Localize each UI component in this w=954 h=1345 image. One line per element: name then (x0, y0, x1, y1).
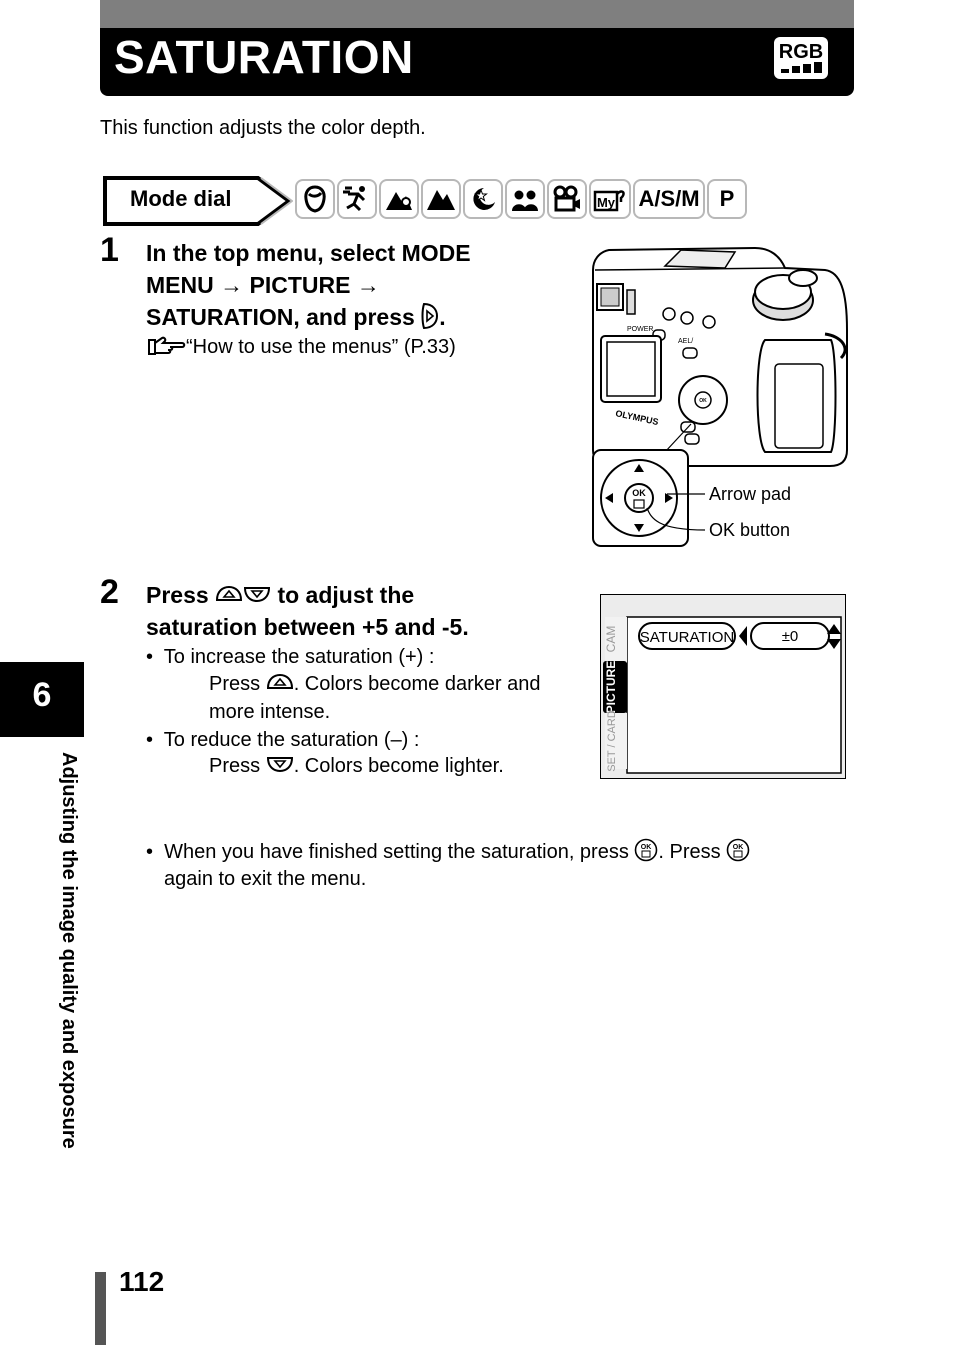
bullet-increase: • To increase the saturation (+) : (146, 646, 435, 668)
bullet-reduce-effect: . Colors become lighter. (293, 755, 504, 777)
callout-arrow-pad: Arrow pad (709, 484, 791, 504)
arrow-down-button-icon-2 (266, 757, 293, 773)
my-mode-icon: My (589, 179, 631, 219)
mode-dial-row: Mode dial My A/S/M P (103, 175, 753, 227)
camera-power-label: POWER (627, 326, 653, 333)
ok-button-icon-2: OK (726, 838, 750, 862)
arrow-right-icon-2: → (356, 272, 380, 298)
sports-icon (337, 179, 377, 219)
svg-text:My: My (597, 195, 616, 210)
lcd-screen: CAM PICTURE SET / CARD SATURATION ±0 (600, 594, 846, 779)
lcd-value: ±0 (782, 628, 799, 645)
mode-dial-label-box (103, 176, 293, 226)
bullet-reduce-text: To reduce the saturation (–) : (163, 729, 420, 751)
page-number: 112 (119, 1266, 165, 1297)
step-1-number: 1 (100, 231, 119, 269)
finish-text-2: . Press (658, 841, 727, 863)
lcd-menu: CAM PICTURE SET / CARD SATURATION ±0 (601, 595, 845, 778)
night-scene-icon (463, 179, 503, 219)
portrait-icon (295, 179, 335, 219)
step-1-text-menu: MENU (146, 272, 221, 298)
rgb-icon-label: RGB (779, 41, 823, 63)
step-2-number: 2 (100, 573, 119, 611)
step-2-line-2: saturation between +5 and -5. (146, 614, 469, 640)
chapter-side-label: Adjusting the image quality and exposure (56, 752, 86, 1232)
bullet-reduce: • To reduce the saturation (–) : (146, 729, 420, 751)
step-1-text-saturation: SATURATION, and press (146, 304, 422, 330)
chapter-side-text: Adjusting the image quality and exposure (58, 752, 80, 1149)
step-1-text-picture: PICTURE (243, 272, 357, 298)
chapter-number: 6 (32, 676, 52, 714)
arrow-up-button-icon (216, 585, 243, 601)
lcd-tab-picture: PICTURE (604, 661, 618, 714)
bullet-increase-press: Press (209, 673, 266, 695)
page-number-bar (95, 1272, 106, 1345)
callout-ok-button: OK button (709, 520, 790, 540)
step-1-line-2: MENU → PICTURE → (146, 269, 380, 301)
rgb-saturation-icon: RGB (774, 37, 828, 79)
zoom-ok-label: OK (632, 488, 646, 498)
reference-icon (148, 336, 186, 355)
self-portrait-icon (505, 179, 545, 219)
camera-illustration: POWER AEL/ OLYMPUS OK OK Arrow pad OK bu… (592, 246, 848, 547)
step-2-line-1: Press to adjust the (146, 579, 414, 611)
mode-program: P (707, 179, 747, 219)
bullet-reduce-detail: Press . Colors become lighter. (209, 753, 504, 780)
arrow-down-button-icon (244, 587, 271, 603)
finish-text-1: When you have finished setting the satur… (164, 841, 635, 863)
svg-text:OK: OK (733, 844, 744, 851)
reference-text: “How to use the menus” (P.33) (186, 336, 456, 358)
lcd-item-label: SATURATION (640, 629, 734, 646)
arrow-up-button-icon-2 (266, 673, 293, 689)
header-bar: SATURATION RGB (100, 28, 854, 96)
lcd-tab-set-card: SET / CARD (606, 710, 618, 772)
intro-text: This function adjusts the color depth. (100, 117, 426, 139)
svg-text:OK: OK (641, 844, 652, 851)
bullet-increase-effect: . Colors become darker and (293, 673, 541, 695)
lcd-tab-cam: CAM (604, 626, 618, 653)
finish-line-1: • When you have finished setting the sat… (146, 838, 750, 866)
page-title: SATURATION (114, 31, 414, 83)
step-2-adjust: to adjust the (271, 582, 415, 608)
bullet-increase-detail: Press . Colors become darker and (209, 671, 540, 698)
step-2-press: Press (146, 582, 216, 608)
mode-asm: A/S/M (633, 179, 705, 219)
landscape-portrait-icon (379, 179, 419, 219)
step-1-period: . (439, 304, 446, 330)
ok-button-icon: OK (635, 838, 658, 862)
landscape-icon (421, 179, 461, 219)
step-1-reference: “How to use the menus” (P.33) (148, 334, 456, 361)
finish-line-2: again to exit the menu. (164, 868, 367, 890)
chapter-tab: 6 (0, 662, 84, 737)
step-1-line-3: SATURATION, and press . (146, 301, 446, 333)
camera-ael-label: AEL/ (678, 338, 693, 345)
mode-dial-label: Mode dial (130, 186, 232, 211)
bullet-increase-text: To increase the saturation (+) : (163, 646, 435, 668)
arrow-right-button-icon (421, 302, 439, 330)
movie-icon (547, 179, 587, 219)
header-bar-top (100, 0, 854, 28)
arrow-right-icon: → (220, 272, 244, 298)
camera-ok-label: OK (699, 398, 707, 404)
bullet-reduce-press: Press (209, 755, 266, 777)
bullet-increase-detail-2: more intense. (209, 701, 331, 723)
step-1-line-1: In the top menu, select MODE (146, 240, 471, 266)
